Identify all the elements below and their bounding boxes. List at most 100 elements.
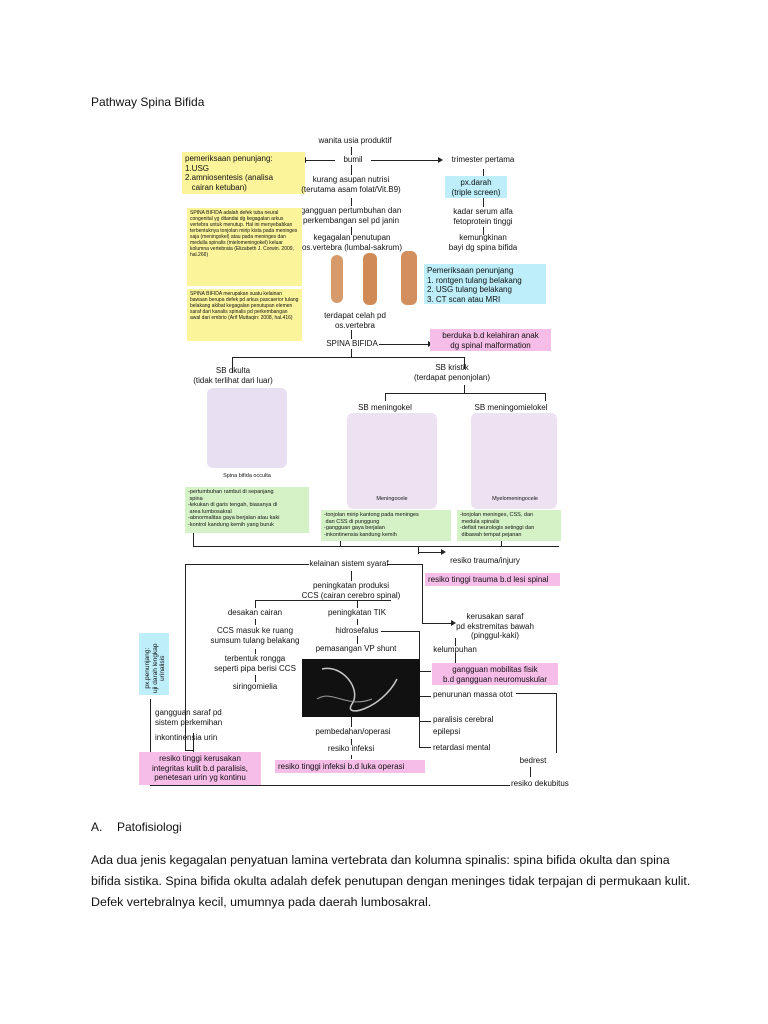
arrow <box>438 157 443 163</box>
connector <box>516 693 557 694</box>
node-trimester: trimester pertama <box>451 155 515 164</box>
connector <box>351 147 352 155</box>
connector <box>351 349 352 357</box>
node-siringomielia: siringomielia <box>232 682 278 691</box>
connector <box>340 541 341 546</box>
node-kerusakan-saraf: kerusakan saraf pd ekstremitas bawah (pi… <box>456 612 534 640</box>
box-pemeriksaan-1: pemeriksaan penunjang: 1.USG 2.amniosent… <box>182 152 305 194</box>
node-pemasangan-vp: pemasangan VP shunt <box>315 644 397 653</box>
connector <box>418 546 419 554</box>
node-wanita: wanita usia produktif <box>318 136 392 145</box>
spine-illustration <box>401 251 417 305</box>
connector <box>371 160 439 161</box>
box-resiko-tinggi-infeksi: resiko tinggi infeksi b.d luka operasi <box>275 760 425 773</box>
connector <box>193 533 194 546</box>
node-paralisis: paralisis cerebral <box>433 715 494 724</box>
node-kelumpuhan: kelumpuhan <box>433 645 477 654</box>
section-letter: A. <box>91 820 103 834</box>
node-gangguan-saraf: gangguan saraf pd sistem perkemihan <box>155 708 223 727</box>
box-resiko-integritas: resiko tinggi kerusakan integritas kulit… <box>139 752 261 785</box>
connector <box>255 600 391 601</box>
connector <box>351 571 352 581</box>
node-peningkatan-tik: peningkatan TIK <box>327 608 387 617</box>
node-sb-okulta: SB okulta (tidak terlihat dari luar) <box>193 366 273 385</box>
connector <box>351 755 352 759</box>
connector <box>255 675 256 682</box>
spine-illustration <box>363 253 377 305</box>
node-pembedahan: pembedahan/operasi <box>315 727 391 736</box>
connector <box>464 385 465 393</box>
box-pemeriksaan-2: Pemeriksaan penunjang 1. rontgen tulang … <box>424 264 546 304</box>
note-definisi-2: SPINA BIFIDA merupakan suatu kelainan ba… <box>187 289 302 341</box>
connector <box>418 552 442 553</box>
connector <box>422 564 423 624</box>
section-heading: A. Patofisiologi <box>91 820 182 834</box>
connector <box>422 623 452 624</box>
connector <box>150 785 510 786</box>
meningocele-image <box>347 413 437 509</box>
connector <box>357 619 358 625</box>
myelomeningocele-image <box>471 413 557 509</box>
node-kelainan: kelainan sistem syaraf <box>309 559 389 568</box>
vp-shunt-image <box>302 659 420 717</box>
node-kadar-serum: kadar serum alfa fetoprotein tinggi <box>453 207 513 226</box>
vp-shunt-drawing <box>316 667 398 712</box>
arrow <box>451 620 456 626</box>
node-spina-bifida: SPINA BIFIDA <box>326 339 378 348</box>
connector <box>351 717 352 727</box>
connector <box>419 721 431 722</box>
node-resiko-dekubitus: resiko dekubitus <box>511 779 569 788</box>
connector <box>193 733 194 753</box>
node-penurunan-massa: penurunan massa otot <box>433 690 513 699</box>
note-definisi-1: SPINA BIFIDA adalah defek tuba neural co… <box>187 208 302 286</box>
node-terbentuk-rongga: terbentuk rongga seperti pipa berisi CCS <box>214 654 296 673</box>
caption-occulta: Spina bifida occulta <box>223 473 271 479</box>
node-retardasi: retardasi mental <box>433 743 491 752</box>
connector <box>185 564 186 751</box>
connector <box>193 546 559 547</box>
connector <box>556 693 557 753</box>
caption-myelomeningocele: Myelomeningocele <box>492 496 538 502</box>
connector <box>530 767 531 777</box>
connector <box>255 649 256 654</box>
connector <box>357 636 358 644</box>
node-epilepsi: epilepsi <box>433 727 461 736</box>
section-title: Patofisiologi <box>117 820 182 834</box>
box-px-darah: px.darah (triple screen) <box>445 176 507 198</box>
node-desakan: desakan cairan <box>227 608 283 617</box>
connector <box>381 631 419 632</box>
node-sb-kistik: SB kristik (terdapat penonjolan) <box>413 363 491 382</box>
node-sb-meningokel: SB meningokel <box>358 403 412 412</box>
connector <box>357 600 358 608</box>
connector <box>455 638 456 646</box>
connector <box>545 393 546 401</box>
connector <box>232 357 233 373</box>
connector <box>185 564 309 565</box>
node-gangguan-pertumbuhan: gangguan pertumbuhan dan perkembangan se… <box>300 206 402 225</box>
connector <box>483 197 484 207</box>
arrow <box>441 549 446 555</box>
connector <box>305 160 335 161</box>
connector <box>385 393 545 394</box>
node-peningkatan-produksi: peningkatan produksi CCS (cairan cerebro… <box>301 581 401 600</box>
connector <box>232 357 464 358</box>
connector <box>501 541 502 546</box>
connector <box>351 739 352 745</box>
node-resiko-infeksi: resiko infeksi <box>327 744 375 753</box>
spine-illustration <box>331 255 343 303</box>
connector <box>351 330 352 339</box>
connector <box>419 747 431 748</box>
connector <box>464 357 465 369</box>
node-kegagalan: kegagalan penutupan os.vertebra (lumbal-… <box>301 233 403 252</box>
connector <box>255 619 256 625</box>
node-ccs-masuk: CCS masuk ke ruang sumsum tulang belakan… <box>210 626 300 645</box>
connector <box>351 165 352 175</box>
box-gejala-okulta: -pertumbuhan rambut di sepanjang spina -… <box>185 487 309 533</box>
node-hidrosefalus: hidrosefalus <box>335 626 379 635</box>
caption-meningocele: Meningocele <box>376 496 408 502</box>
connector <box>387 564 423 565</box>
node-inkontinensia: inkontinensia urin <box>155 733 218 742</box>
connector <box>255 600 256 608</box>
box-berduka: berduka b.d kelahiran anak dg spinal mal… <box>430 329 551 351</box>
connector <box>419 696 431 697</box>
